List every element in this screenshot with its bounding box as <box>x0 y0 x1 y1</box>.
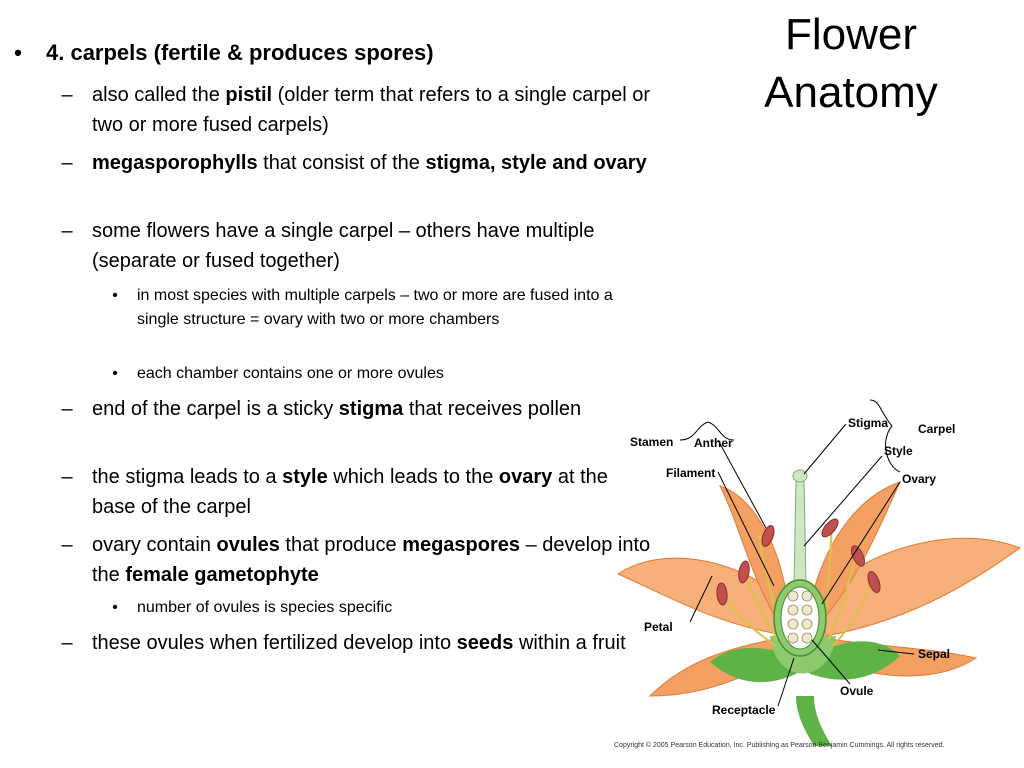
label-receptacle: Receptacle <box>712 703 776 717</box>
label-ovary: Ovary <box>902 472 936 486</box>
label-stigma: Stigma <box>848 416 888 430</box>
stem <box>796 696 832 746</box>
bullet-marker: • <box>112 287 118 304</box>
text-run: that receives pollen <box>403 398 582 420</box>
bullet-text: also called the pistil (older term that … <box>92 80 652 140</box>
bullet-marker: – <box>61 152 73 174</box>
bold-run: stigma, style and ovary <box>425 152 647 174</box>
text-run: in most species with multiple carpels – … <box>137 287 613 328</box>
label-sepal: Sepal <box>918 647 950 661</box>
ovules <box>787 590 813 644</box>
text-run: (older term that refers to a single carp… <box>92 84 651 136</box>
bullet-marker: • <box>14 40 22 65</box>
text-run: the stigma leads to a <box>92 466 283 488</box>
text-run: also called the <box>92 84 226 106</box>
text-run: number of ovules is species specific <box>137 599 393 616</box>
label-anther: Anther <box>694 436 733 450</box>
bullet-marker: • <box>112 599 118 616</box>
style <box>793 477 807 587</box>
text-run: some flowers have a single carpel – othe… <box>92 220 595 272</box>
bullet-text: each chamber contains one or more ovules <box>137 362 657 386</box>
text-run: that consist of the <box>257 152 426 174</box>
bullet-marker: – <box>61 220 73 242</box>
bold-run: ovules <box>216 534 280 556</box>
ovary-chamber <box>780 586 820 650</box>
text-run: that produce <box>279 534 403 556</box>
bullet-text: megasporophylls that consist of the stig… <box>92 148 652 178</box>
bold-run: female gametophyte <box>125 564 319 586</box>
bullet-text: the stigma leads to a style which leads … <box>92 462 652 522</box>
anthers <box>716 518 881 606</box>
bold-run: megasporophylls <box>92 152 258 174</box>
stigma <box>792 469 808 483</box>
bullet-text: in most species with multiple carpels – … <box>137 284 657 332</box>
label-stamen: Stamen <box>630 435 673 449</box>
bullet-text: number of ovules is species specific <box>137 596 657 620</box>
bullet-marker: • <box>112 365 118 382</box>
label-style: Style <box>884 444 913 458</box>
flower-anatomy-diagram: Stigma Carpel Stamen Anther Style Filame… <box>614 399 1022 749</box>
text-run: – develop into the <box>92 534 651 586</box>
bullet-marker: – <box>61 632 73 654</box>
bullet-text: 4. carpels (fertile & produces spores) <box>46 38 606 68</box>
bold-run: style <box>282 466 328 488</box>
text-run: at the base of the carpel <box>92 466 608 518</box>
bullet-text: ovary contain ovules that produce megasp… <box>92 530 652 590</box>
text-run: ovary contain <box>92 534 217 556</box>
bold-run: pistil <box>225 84 273 106</box>
text-run: end of the carpel is a sticky <box>92 398 339 420</box>
label-ovule: Ovule <box>840 684 874 698</box>
bold-run: megaspores <box>402 534 521 556</box>
text-run: each chamber contains one or more ovules <box>137 365 444 382</box>
bullet-text: end of the carpel is a sticky stigma tha… <box>92 394 652 424</box>
bold-run: stigma <box>338 398 404 420</box>
bullet-marker: – <box>61 466 73 488</box>
bullet-marker: – <box>61 534 73 556</box>
label-petal: Petal <box>644 620 673 634</box>
bold-run: 4. carpels (fertile & produces spores) <box>46 40 434 65</box>
label-carpel: Carpel <box>918 422 955 436</box>
bullet-text: these ovules when fertilized develop int… <box>92 628 652 658</box>
bullet-marker: – <box>61 398 73 420</box>
bullet-text: some flowers have a single carpel – othe… <box>92 216 652 276</box>
leader-lines <box>679 399 915 707</box>
text-run: which leads to the <box>327 466 499 488</box>
label-filament: Filament <box>666 466 715 480</box>
slide-title: Flower Anatomy <box>764 10 938 117</box>
text-run: within a fruit <box>513 632 626 654</box>
bold-run: ovary <box>498 466 553 488</box>
text-run: these ovules when fertilized develop int… <box>92 632 457 654</box>
bullet-marker: – <box>61 84 73 106</box>
petal-back-right <box>819 537 1022 637</box>
bold-run: seeds <box>456 632 514 654</box>
copyright-notice: Copyright © 2005 Pearson Education, Inc.… <box>614 741 944 749</box>
